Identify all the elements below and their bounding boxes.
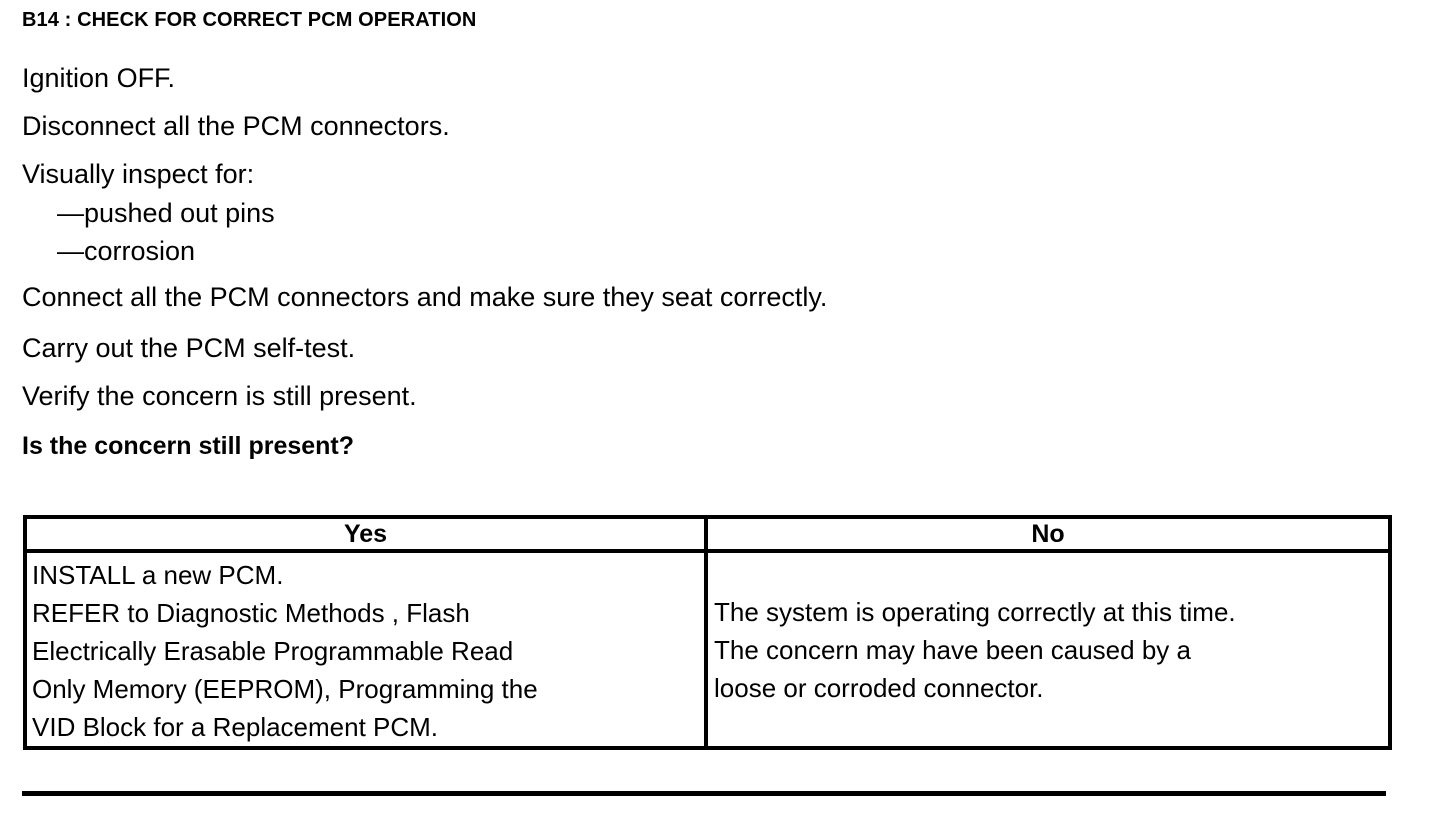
instruction-sub-item: —pushed out pins: [57, 198, 275, 228]
yes-action-line: INSTALL a new PCM.: [32, 560, 284, 590]
no-action-line: The concern may have been caused by a: [714, 634, 1191, 665]
decision-table-header-row: Yes No: [23, 515, 1392, 553]
yes-action-line: REFER to Diagnostic Methods , Flash: [32, 598, 470, 628]
instruction-line: Disconnect all the PCM connectors.: [22, 111, 450, 141]
instruction-line: Visually inspect for:: [22, 159, 255, 189]
instruction-sub-item: —corrosion: [57, 236, 196, 266]
decision-table-cell-no: The system is operating correctly at thi…: [704, 549, 1392, 750]
instruction-line: Connect all the PCM connectors and make …: [22, 282, 828, 312]
no-action-text: The system is operating correctly at thi…: [708, 593, 1388, 707]
yes-action-text: INSTALL a new PCM. REFER to Diagnostic M…: [27, 553, 704, 746]
decision-table-cell-yes: INSTALL a new PCM. REFER to Diagnostic M…: [23, 549, 708, 750]
yes-action-line: VID Block for a Replacement PCM.: [32, 712, 439, 742]
yes-action-line: Electrically Erasable Programmable Read: [32, 636, 514, 666]
no-action-line: loose or corroded connector.: [714, 672, 1044, 703]
decision-table-body-row: INSTALL a new PCM. REFER to Diagnostic M…: [23, 549, 1392, 750]
yes-action-line: Only Memory (EEPROM), Programming the: [32, 674, 538, 704]
instruction-line: Carry out the PCM self-test.: [22, 333, 356, 363]
decision-table: Yes No INSTALL a new PCM. REFER to Diagn…: [23, 515, 1392, 750]
decision-table-header-yes: Yes: [23, 515, 708, 553]
step-heading: B14 : CHECK FOR CORRECT PCM OPERATION: [22, 9, 477, 31]
no-action-line: The system is operating correctly at thi…: [714, 596, 1236, 627]
decision-question: Is the concern still present?: [22, 432, 355, 460]
instruction-list: Ignition OFF. Disconnect all the PCM con…: [22, 54, 1392, 472]
instruction-line: Ignition OFF.: [22, 63, 176, 93]
decision-table-header-no: No: [704, 515, 1392, 553]
section-divider-rule: [22, 791, 1386, 796]
instruction-line: Verify the concern is still present.: [22, 381, 417, 411]
